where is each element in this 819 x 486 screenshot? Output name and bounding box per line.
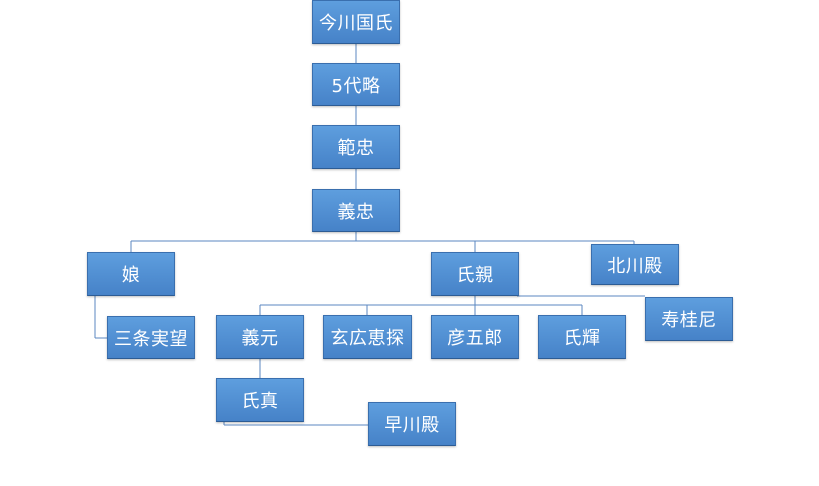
node-musume: 娘 (87, 252, 175, 296)
node-jukeini: 寿桂尼 (645, 297, 733, 341)
node-yoshitada: 義忠 (312, 189, 400, 232)
node-ujizane: 氏真 (216, 378, 304, 422)
node-hikogoro: 彦五郎 (431, 315, 519, 359)
node-kitagawa-dono: 北川殿 (591, 244, 679, 285)
node-noritada: 範忠 (312, 125, 400, 169)
node-hayakawa-dono: 早川殿 (368, 402, 456, 446)
node-sanjo-sanetsugu: 三条実望 (107, 316, 195, 359)
node-genko-etan: 玄広恵探 (323, 315, 412, 359)
node-ujiteru: 氏輝 (538, 315, 626, 359)
node-imagawa-kuniuji: 今川国氏 (312, 0, 400, 44)
node-yoshimoto: 義元 (216, 315, 304, 359)
node-5dai-ryaku: 5代略 (312, 63, 400, 106)
node-ujichika: 氏親 (431, 252, 519, 296)
